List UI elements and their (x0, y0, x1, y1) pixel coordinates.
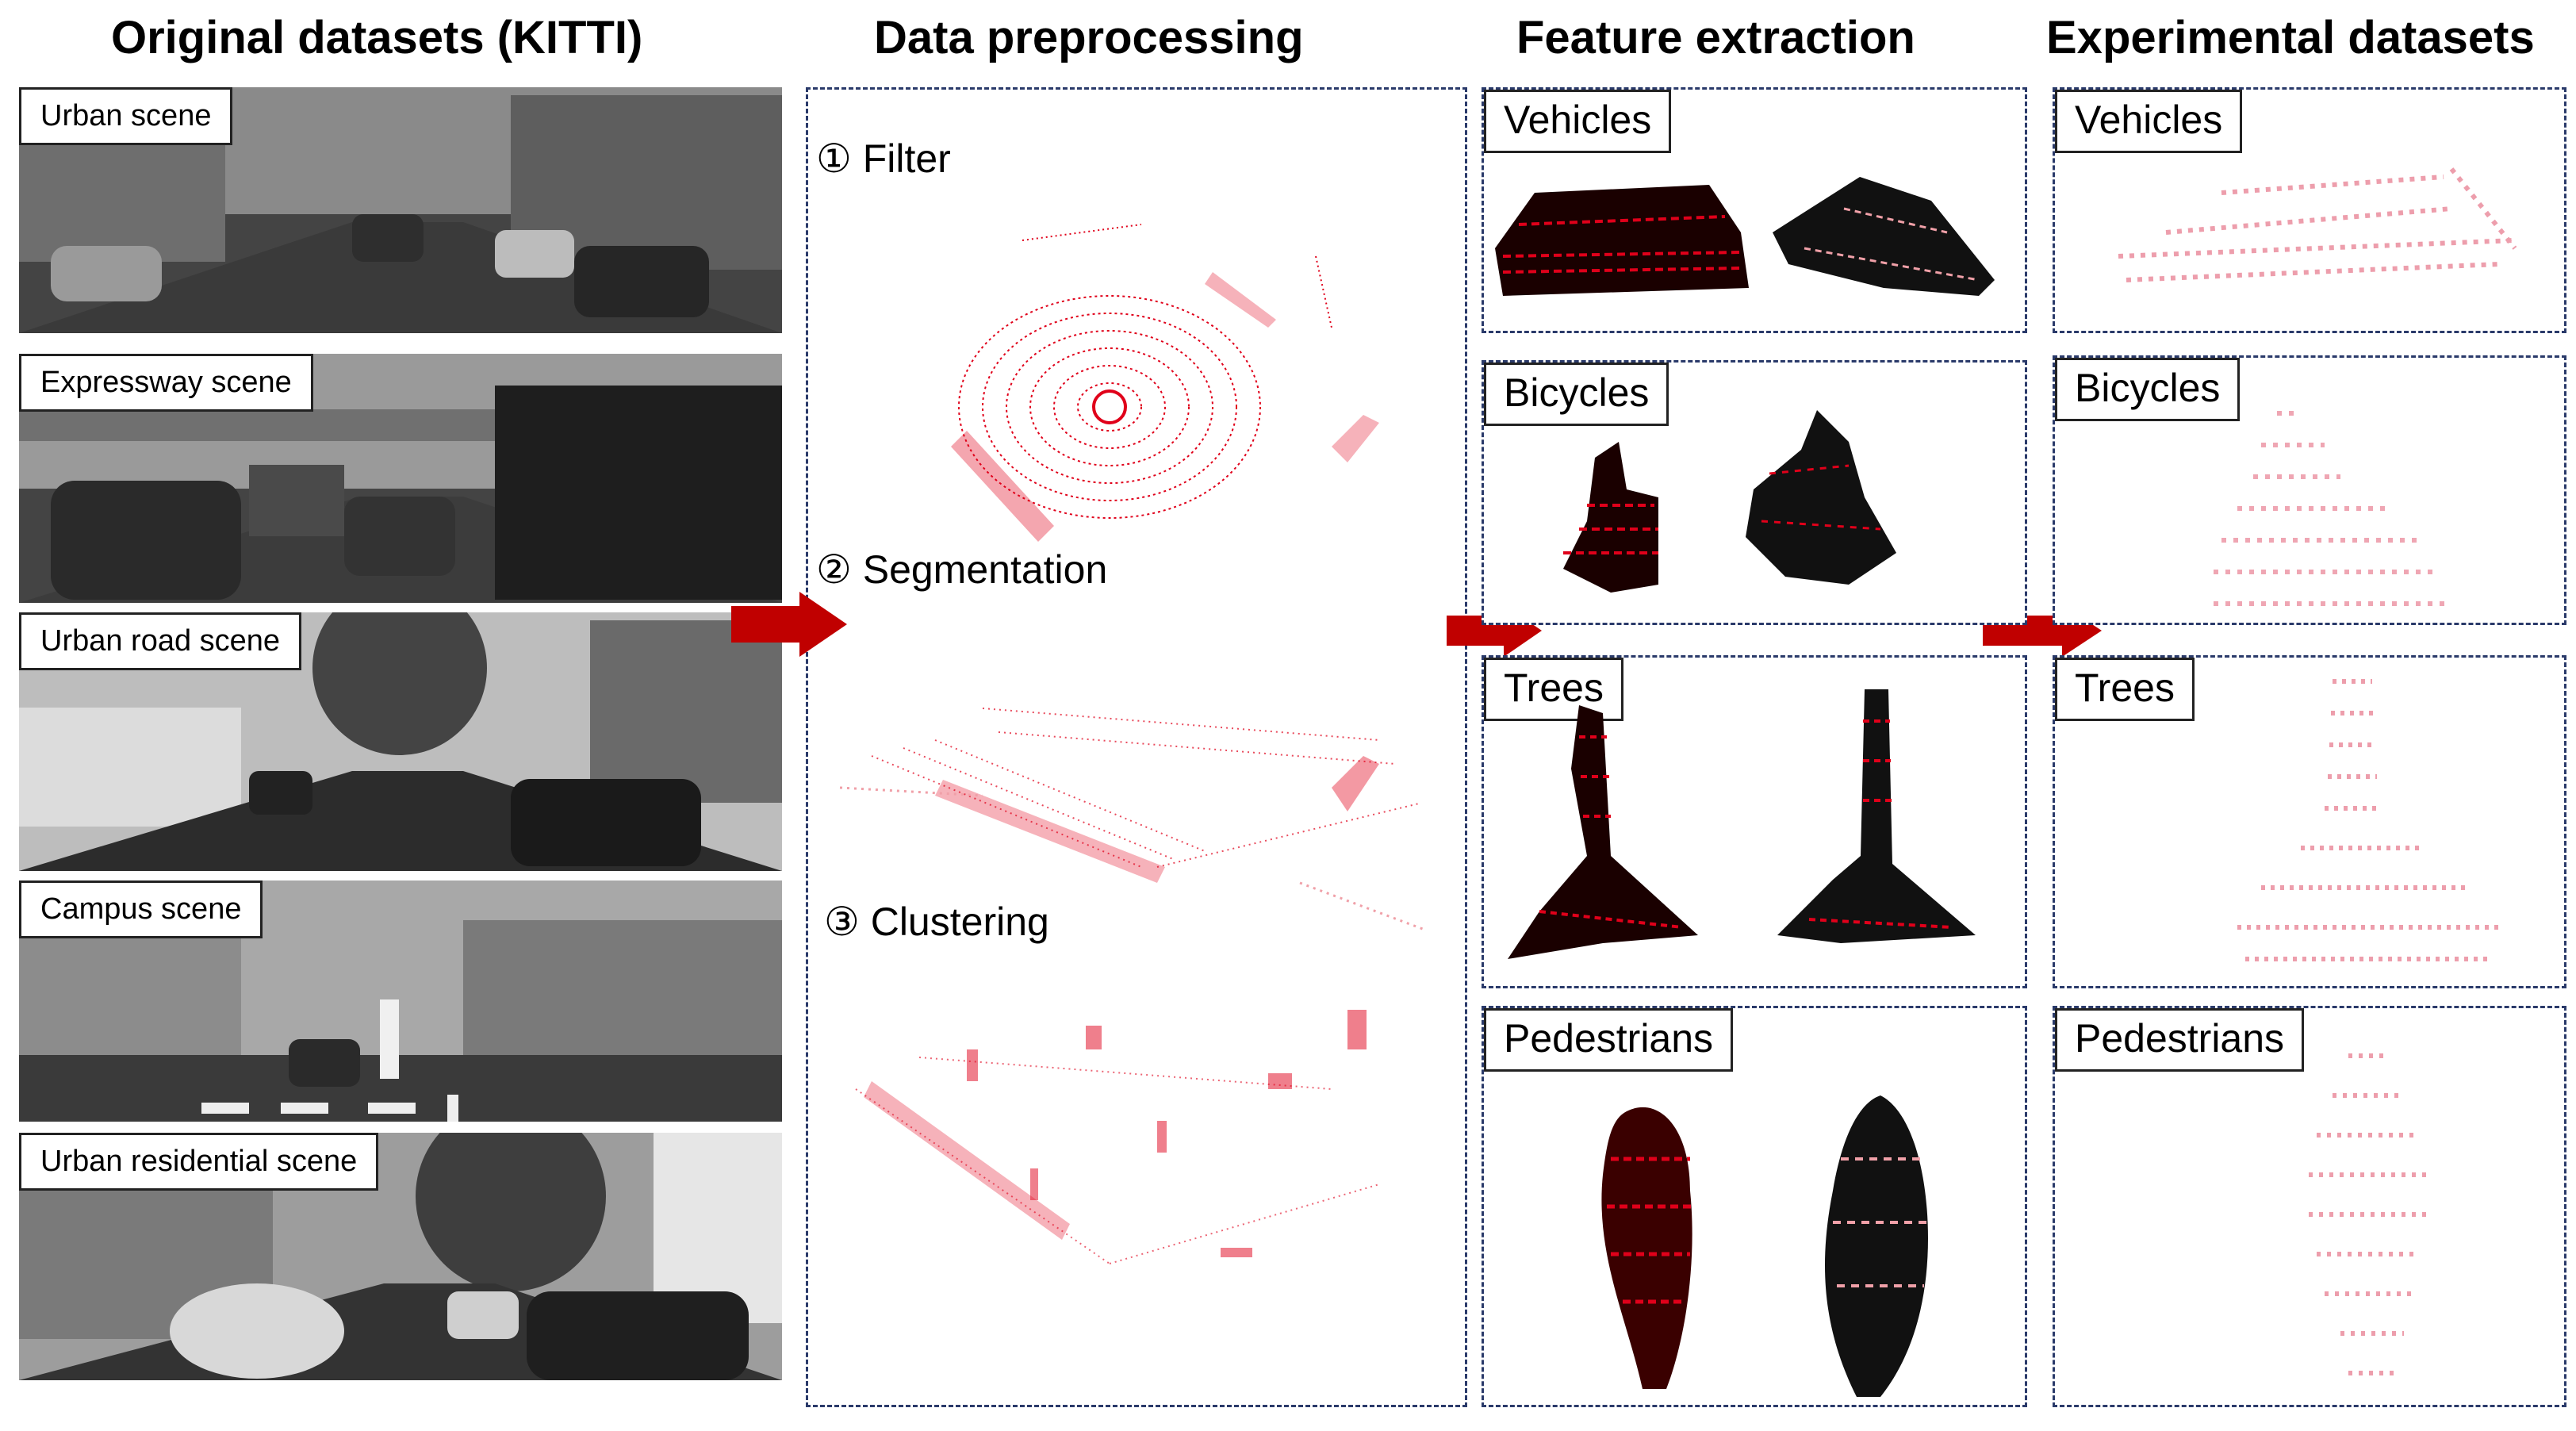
scene-photo-urban-road: Urban road scene (19, 612, 782, 871)
title-feature-extraction: Feature extraction (1516, 12, 1915, 63)
scene-photo-urban-residential: Urban residential scene (19, 1133, 782, 1380)
feature-label-bicycles: Bicycles (1484, 363, 1669, 426)
feature-label-pedestrians: Pedestrians (1484, 1008, 1734, 1072)
vehicle-point-cloud (1495, 177, 1995, 296)
experimental-panel-vehicles: Vehicles (2053, 87, 2566, 333)
feature-panel-trees: Trees (1482, 655, 2027, 988)
title-experimental-datasets: Experimental datasets (2046, 12, 2535, 63)
experimental-label-bicycles: Bicycles (2055, 358, 2241, 421)
bicycle-point-cloud (1563, 410, 1896, 593)
experimental-panel-pedestrians: Pedestrians (2053, 1006, 2566, 1407)
title-original-datasets: Original datasets (KITTI) (111, 12, 643, 63)
feature-label-vehicles: Vehicles (1484, 90, 1672, 153)
scene-photo-expressway: Expressway scene (19, 354, 782, 603)
feature-panel-pedestrians: Pedestrians (1482, 1006, 2027, 1407)
experimental-panel-trees: Trees (2053, 655, 2566, 988)
feature-panel-bicycles: Bicycles (1482, 360, 2027, 625)
scene-label-urban-road: Urban road scene (19, 612, 302, 670)
experimental-vehicle-points (2118, 167, 2517, 282)
clustering-point-cloud (855, 1010, 1380, 1264)
preprocessing-panel: ① Filter ② Segmentation (806, 87, 1467, 1407)
experimental-label-trees: Trees (2055, 658, 2195, 721)
segmentation-point-cloud (839, 708, 1428, 932)
scene-label-urban-residential: Urban residential scene (19, 1133, 379, 1191)
step-clustering: ③ Clustering (824, 900, 1049, 944)
filter-point-cloud (951, 224, 1379, 542)
scene-photo-campus: Campus scene (19, 880, 782, 1122)
experimental-label-vehicles: Vehicles (2055, 90, 2243, 153)
feature-label-trees: Trees (1484, 658, 1623, 721)
step-filter: ① Filter (816, 136, 951, 181)
title-data-preprocessing: Data preprocessing (874, 12, 1304, 63)
step-segmentation: ② Segmentation (816, 547, 1108, 592)
feature-panel-vehicles: Vehicles (1482, 87, 2027, 333)
experimental-panel-bicycles: Bicycles (2053, 355, 2566, 625)
scene-label-campus: Campus scene (19, 880, 263, 938)
experimental-tree-points (2237, 679, 2499, 961)
pedestrian-point-cloud (1601, 1095, 1928, 1397)
experimental-bicycle-points (2214, 411, 2451, 606)
tree-point-cloud (1508, 689, 1976, 959)
scene-label-expressway: Expressway scene (19, 354, 313, 412)
scene-label-urban: Urban scene (19, 87, 233, 145)
scene-photo-urban: Urban scene (19, 87, 782, 333)
experimental-pedestrian-points (2309, 1053, 2428, 1375)
arrow-to-preprocessing (731, 592, 847, 657)
experimental-label-pedestrians: Pedestrians (2055, 1008, 2305, 1072)
